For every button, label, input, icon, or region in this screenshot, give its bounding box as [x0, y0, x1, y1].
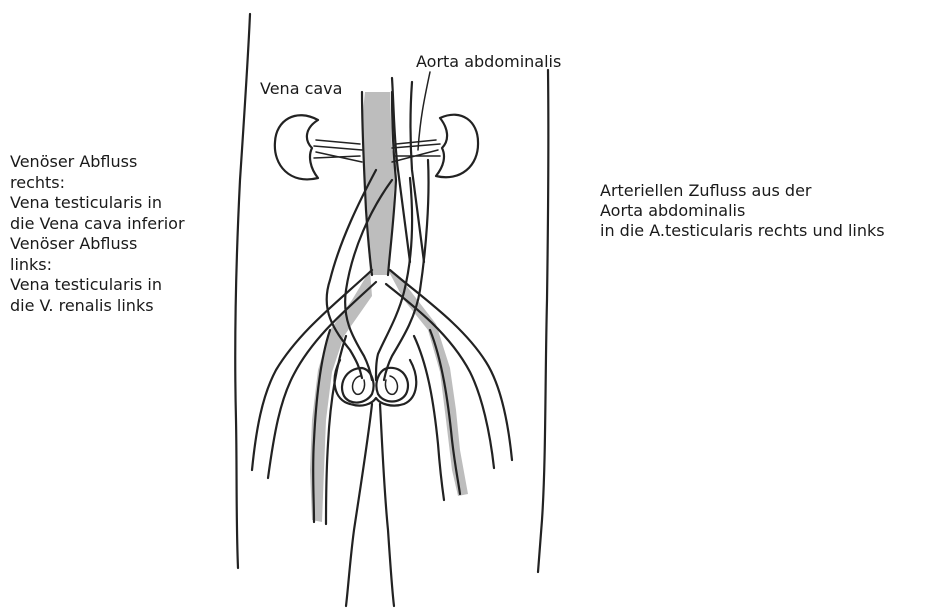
body-outline-left: [235, 14, 250, 568]
note-line: rechts:: [10, 173, 185, 194]
right-renal-vessels: [314, 140, 362, 162]
right-iliac-vein-shade: [310, 270, 372, 522]
note-line: links:: [10, 255, 185, 276]
lower-vessel: [346, 404, 372, 606]
left-kidney: [436, 115, 478, 178]
note-line: Arteriellen Zufluss aus der: [600, 181, 885, 201]
note-line: die Vena cava inferior: [10, 214, 185, 235]
note-line: Venöser Abfluss: [10, 152, 185, 173]
right-testis: [342, 368, 374, 403]
note-line: Venöser Abfluss: [10, 234, 185, 255]
note-line: Vena testicularis in: [10, 193, 185, 214]
note-line: die V. renalis links: [10, 296, 185, 317]
body-outline-right: [538, 70, 548, 572]
arterial-supply-note: Arteriellen Zufluss aus der Aorta abdomi…: [600, 181, 885, 241]
venous-drainage-note: Venöser Abfluss rechts: Vena testiculari…: [10, 152, 185, 316]
note-line: Aorta abdominalis: [600, 201, 885, 221]
aorta-pointer-line: [418, 72, 430, 150]
label-vena-cava: Vena cava: [260, 79, 342, 98]
note-line: in die A.testicularis rechts und links: [600, 221, 885, 241]
left-testis: [376, 368, 408, 402]
right-kidney: [275, 115, 318, 179]
left-renal-vessels: [392, 140, 440, 162]
label-aorta-abdominalis: Aorta abdominalis: [416, 52, 561, 71]
note-line: Vena testicularis in: [10, 275, 185, 296]
